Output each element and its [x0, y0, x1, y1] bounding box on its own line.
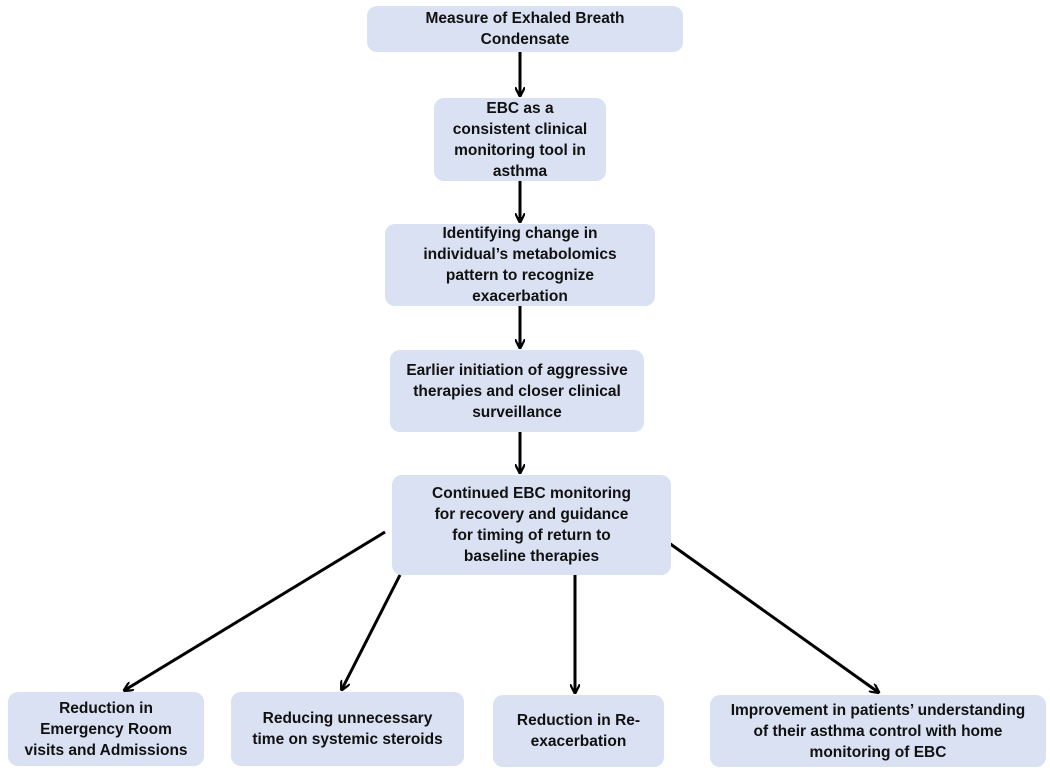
- node-earlier: Earlier initiation of aggressive therapi…: [390, 350, 644, 432]
- arrow-continued-to-steroids: [342, 574, 402, 689]
- node-understanding: Improvement in patients’ understanding o…: [710, 695, 1046, 767]
- node-steroids: Reducing unnecessary time on systemic st…: [231, 692, 464, 766]
- arrow-continued-to-er-visits: [125, 530, 386, 690]
- node-continued: Continued EBC monitoring for recovery an…: [392, 475, 671, 575]
- node-ebc-tool: EBC as a consistent clinical monitoring …: [434, 98, 606, 181]
- arrow-continued-to-understanding: [654, 531, 878, 692]
- node-reexacerbation: Reduction in Re- exacerbation: [493, 695, 664, 767]
- node-measure: Measure of Exhaled Breath Condensate: [367, 6, 683, 52]
- node-er-visits: Reduction in Emergency Room visits and A…: [8, 692, 204, 766]
- node-identify: Identifying change in individual’s metab…: [385, 224, 655, 306]
